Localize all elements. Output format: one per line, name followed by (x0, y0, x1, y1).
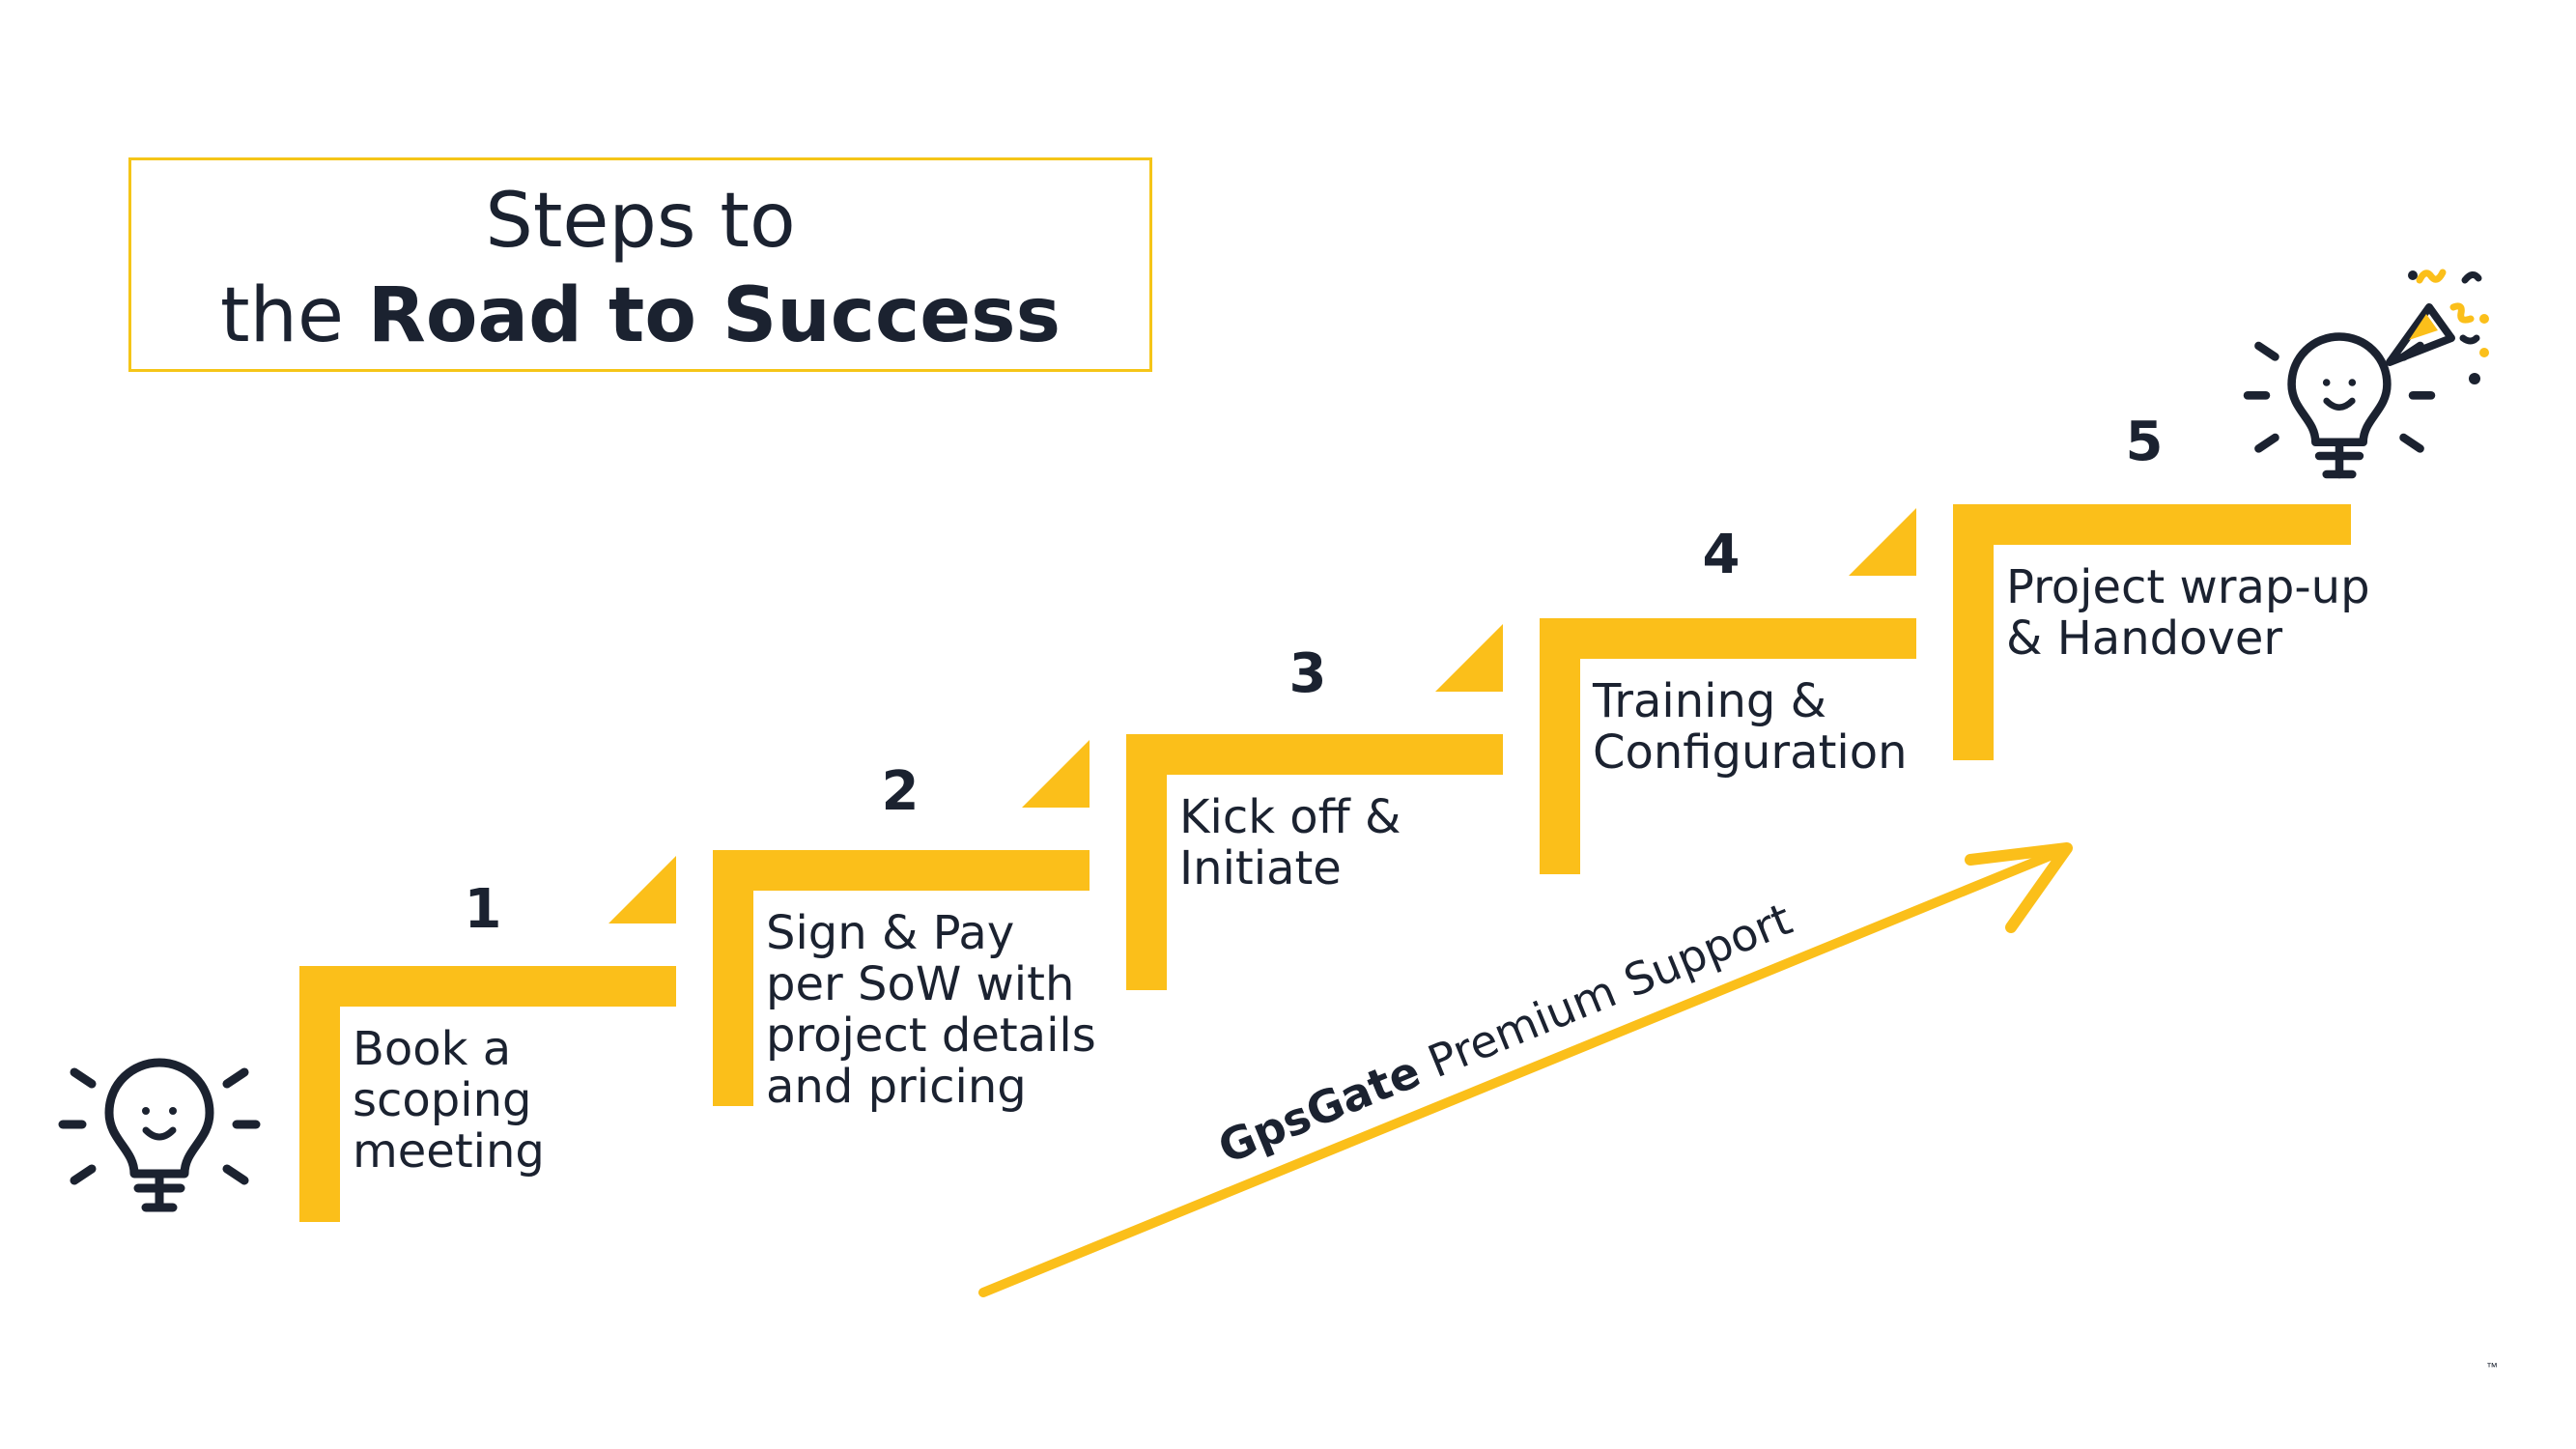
step-2-label-line-2: per SoW with (766, 957, 1075, 1011)
step-4-label-line-2: Configuration (1593, 725, 1908, 780)
step-1-label-line-3: meeting (353, 1124, 545, 1179)
support-arrow-shaft (978, 847, 2064, 1297)
title-line-2: the Road to Success (131, 272, 1149, 359)
step-2-number: 2 (881, 760, 920, 823)
step-1-corner-triangle (609, 856, 676, 923)
support-arrow-label: GpsGate Premium Support (1211, 893, 1799, 1174)
support-arrow-head (1965, 842, 2073, 933)
step-2-tread (713, 850, 1090, 891)
title-box: Steps to the Road to Success (128, 157, 1152, 372)
step-5-number: 5 (2125, 411, 2164, 473)
step-1-label-line-1: Book a (353, 1022, 512, 1076)
step-1-label-line-2: scoping (353, 1073, 532, 1127)
trademark-mark: ™ (2486, 1360, 2498, 1374)
step-5-label-line-1: Project wrap-up (2006, 560, 2370, 614)
step-5-label: Project wrap-up& Handover (2006, 562, 2370, 665)
support-arrow (978, 842, 2073, 1297)
step-4-tread (1540, 618, 1916, 659)
step-3-tread (1126, 734, 1503, 775)
title-line-2-prefix: the (219, 272, 368, 359)
step-2-label-line-1: Sign & Pay (766, 906, 1015, 960)
title-line-1: Steps to (485, 178, 796, 265)
support-arrow-text: Premium Support (1407, 893, 1798, 1094)
celebrating-lightbulb-icon (2243, 332, 2436, 479)
step-5-riser (1953, 504, 1994, 760)
step-2-label-line-4: and pricing (766, 1060, 1027, 1114)
step-1-tread (299, 966, 676, 1007)
step-4-riser (1540, 618, 1580, 874)
confetti-icon (2408, 269, 2489, 384)
step-4-corner-triangle (1849, 508, 1916, 576)
step-1-number: 1 (464, 878, 502, 941)
step-4-label: Training &Configuration (1593, 676, 1908, 779)
step-3-label-line-2: Initiate (1179, 841, 1342, 895)
step-5-label-line-2: & Handover (2006, 611, 2283, 666)
step-3-riser (1126, 734, 1167, 990)
party-popper-icon (2386, 303, 2455, 366)
step-3-label: Kick off &Initiate (1179, 792, 1401, 895)
step-5-tread (1953, 504, 2351, 545)
step-2-corner-triangle (1022, 740, 1090, 808)
step-3-label-line-1: Kick off & (1179, 790, 1401, 844)
step-1-riser (299, 966, 340, 1222)
step-2-label-line-3: project details (766, 1009, 1096, 1063)
step-3-corner-triangle (1435, 624, 1503, 692)
title-line-2-bold: Road to Success (367, 272, 1062, 359)
step-2-riser (713, 850, 753, 1106)
step-4-number: 4 (1702, 524, 1741, 586)
step-4-label-line-1: Training & (1593, 674, 1827, 728)
step-3-number: 3 (1288, 642, 1327, 705)
lightbulb-icon (58, 1058, 261, 1212)
support-arrow-brand: GpsGate (1211, 1045, 1428, 1174)
